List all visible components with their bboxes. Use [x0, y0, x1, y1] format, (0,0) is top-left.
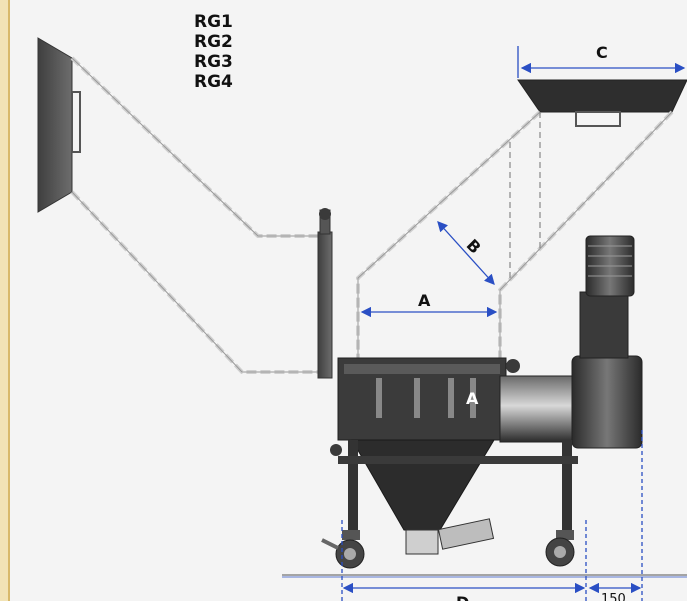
rotor-drum [499, 375, 579, 443]
left-chute-end-plate [37, 37, 73, 213]
left-chute-outline [70, 56, 328, 374]
discharge-pipe [437, 518, 495, 550]
dimension-b-label: B [463, 235, 485, 257]
caster-wheel-left [321, 530, 365, 569]
dimension-b-line [437, 221, 495, 285]
dimension-150-label: 150 [601, 592, 626, 601]
frame-leg-right [562, 440, 572, 536]
caster-wheel-right [545, 530, 575, 567]
dimension-lines [341, 46, 686, 601]
model-rg2: RG2 [194, 32, 233, 52]
dimension-a-body-label: A [466, 389, 479, 408]
page-left-border [0, 0, 10, 601]
hopper-top-rim [517, 79, 687, 113]
dimension-a-top-label: A [418, 291, 431, 310]
model-rg4: RG4 [194, 72, 233, 92]
left-chute-flange [317, 231, 333, 379]
dimension-d-label: D [456, 593, 469, 601]
left-chute-handle [71, 91, 81, 153]
left-feed-chute [37, 37, 333, 379]
dimension-c-label: C [596, 43, 608, 62]
model-rg1: RG1 [194, 12, 233, 32]
motor-flange [579, 291, 629, 359]
hopper-handle [575, 111, 621, 127]
model-list: RG1 RG2 RG3 RG4 [194, 12, 233, 92]
hopper-inner-edges [509, 112, 541, 280]
model-rg3: RG3 [194, 52, 233, 72]
shredder-body [321, 235, 643, 569]
frame-leg-left [348, 440, 358, 536]
discharge-outlet [405, 529, 439, 555]
discharge-funnel [351, 439, 495, 531]
right-hopper [356, 79, 687, 362]
gearbox [571, 355, 643, 449]
